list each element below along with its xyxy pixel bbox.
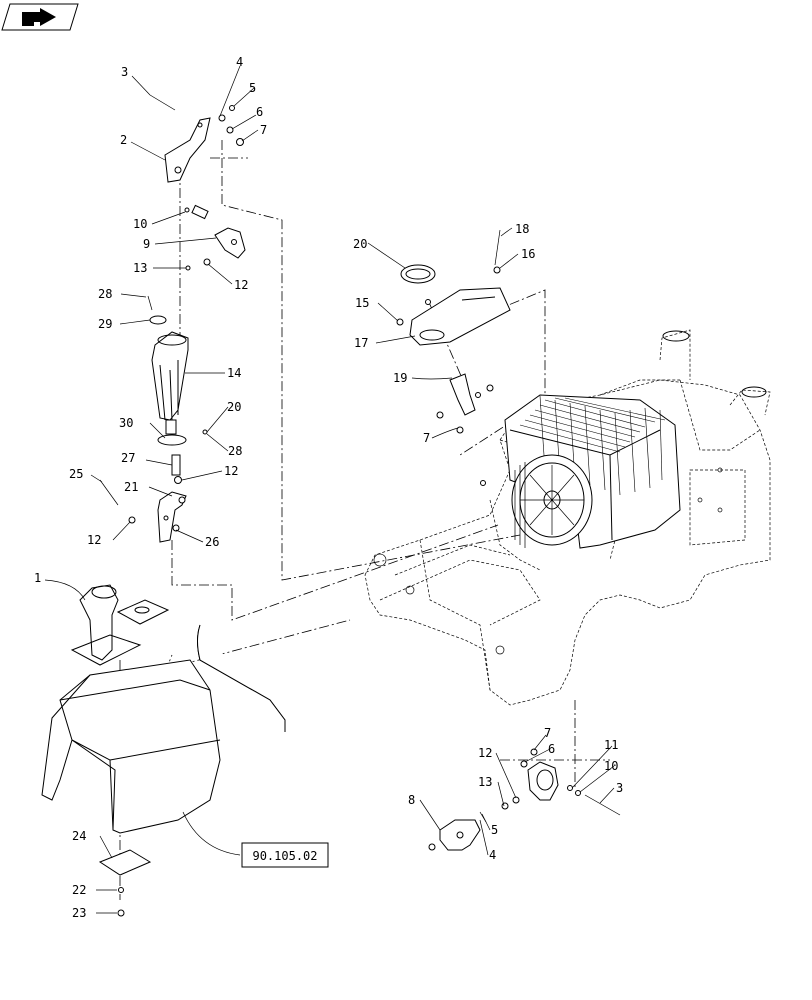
callout-2: 2 <box>120 133 127 147</box>
lower-right-bracket-assembly <box>428 748 621 851</box>
callout-10: 10 <box>133 217 147 231</box>
callout-4: 4 <box>236 55 243 69</box>
callout-25: 25 <box>69 467 83 481</box>
nut-part-23 <box>117 909 125 917</box>
callout-8: 8 <box>408 793 415 807</box>
callout-7: 7 <box>260 123 267 137</box>
next-page-button[interactable] <box>1 3 79 31</box>
next-page-arrow-icon <box>22 8 56 26</box>
strut-part-14 <box>147 295 208 484</box>
spacer-part-10 <box>191 204 209 220</box>
nut-part-7 <box>236 138 244 146</box>
callout-22: 22 <box>72 883 86 897</box>
washer-part-22 <box>118 887 124 893</box>
callout-15: 15 <box>355 296 369 310</box>
callout-10b: 10 <box>604 759 618 773</box>
hinge-part-11 <box>527 761 559 801</box>
ring-part-29 <box>149 315 167 325</box>
callout-5: 5 <box>249 81 256 95</box>
callout-13b: 13 <box>478 775 492 789</box>
bracket-part-8 <box>439 819 481 851</box>
callout-28b: 28 <box>228 444 242 458</box>
callout-6: 6 <box>256 105 263 119</box>
bolt-part-25 <box>99 479 119 506</box>
nut-part-5 <box>229 105 235 111</box>
callout-29: 29 <box>98 317 112 331</box>
pin-part-28 <box>147 295 153 311</box>
washer-part-6 <box>226 126 234 134</box>
callout-9: 9 <box>143 237 150 251</box>
oring-part-30 <box>157 434 187 446</box>
plate-part-24 <box>98 849 152 876</box>
bolt-part-15 <box>396 318 404 326</box>
bolt-part-13 <box>185 265 191 271</box>
callout-11: 11 <box>604 738 618 752</box>
ring-part-20 <box>400 264 436 284</box>
callout-3: 3 <box>121 65 128 79</box>
callout-13: 13 <box>133 261 147 275</box>
callout-26: 26 <box>205 535 219 549</box>
upper-bracket-part-2 <box>149 94 244 183</box>
reference-box[interactable]: 90.105.02 <box>241 842 329 868</box>
callout-12c: 12 <box>87 533 101 547</box>
bolt-part-3 <box>149 94 176 111</box>
mount-bracket-part-9 <box>184 204 246 271</box>
callout-19: 19 <box>393 371 407 385</box>
callout-12b: 12 <box>224 464 238 478</box>
bracket-part-19 <box>436 373 494 434</box>
lower-bracket-part-21 <box>99 479 187 543</box>
callout-20b: 20 <box>353 237 367 251</box>
radiator-cooler <box>480 394 681 571</box>
callout-28: 28 <box>98 287 112 301</box>
callout-12: 12 <box>234 278 248 292</box>
callout-16: 16 <box>521 247 535 261</box>
callout-12d: 12 <box>478 746 492 760</box>
callout-5b: 5 <box>491 823 498 837</box>
callout-1: 1 <box>34 571 41 585</box>
callout-17: 17 <box>354 336 368 350</box>
callout-6b: 6 <box>548 742 555 756</box>
bolt-part-3-lower <box>584 794 621 816</box>
nut-part-26 <box>172 524 180 532</box>
seal-strip <box>197 624 286 732</box>
callout-18: 18 <box>515 222 529 236</box>
callout-14: 14 <box>227 366 241 380</box>
mount-plate-part-17 <box>396 229 511 346</box>
fitting-part-27 <box>171 454 181 476</box>
flange-plate <box>116 599 170 625</box>
callout-30: 30 <box>119 416 133 430</box>
callout-7c: 7 <box>544 726 551 740</box>
callout-labels: 3 4 5 6 7 2 10 9 13 12 28 29 14 20 30 28… <box>34 55 623 920</box>
callout-4b: 4 <box>489 848 496 862</box>
washer-part-4 <box>218 114 226 122</box>
reference-box-text: 90.105.02 <box>252 849 317 863</box>
bolt-part-18 <box>494 229 501 266</box>
callout-3b: 3 <box>616 781 623 795</box>
leader-lines <box>44 65 615 914</box>
callout-24: 24 <box>72 829 86 843</box>
callout-20: 20 <box>227 400 241 414</box>
washer-part-16 <box>493 266 501 274</box>
callout-21: 21 <box>124 480 138 494</box>
hood-cover-assembly <box>41 584 286 917</box>
callout-7b: 7 <box>423 431 430 445</box>
callout-23: 23 <box>72 906 86 920</box>
callout-27: 27 <box>121 451 135 465</box>
